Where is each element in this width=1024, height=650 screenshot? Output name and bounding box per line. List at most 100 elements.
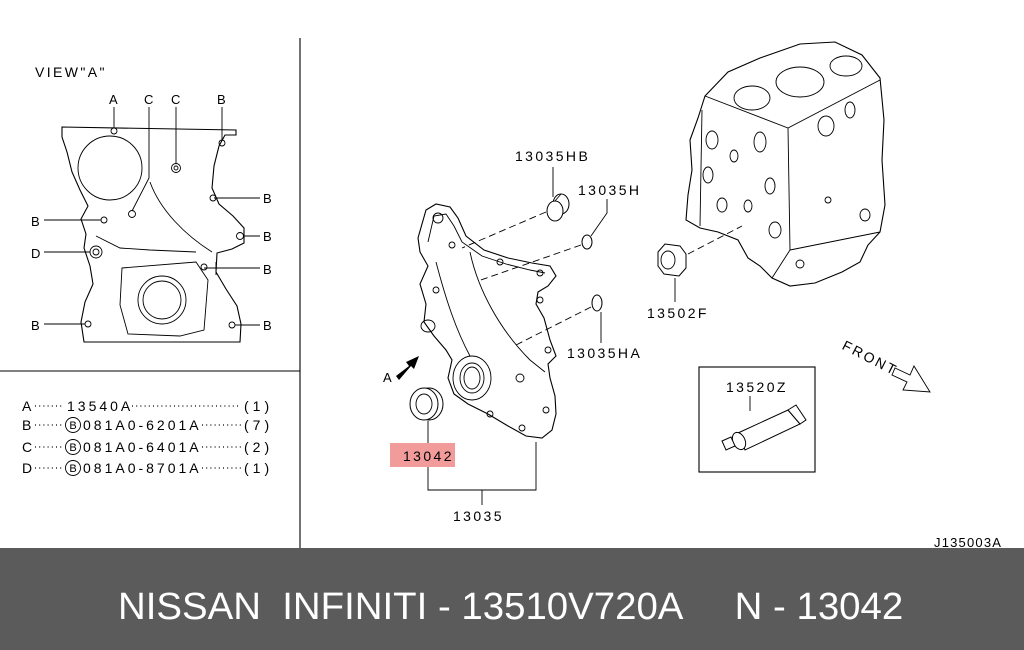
cylinder-bore <box>775 66 825 98</box>
o-ring-lower <box>591 294 603 312</box>
cylinder-block-drawing <box>685 41 886 287</box>
block-port <box>743 199 753 213</box>
chain-case-edge <box>149 181 213 253</box>
footer-band <box>0 548 1024 650</box>
block-port <box>753 131 767 153</box>
assembly-line <box>687 225 743 255</box>
bolt-hole <box>536 296 544 304</box>
front-cover-outline <box>417 203 557 439</box>
highlight-box <box>390 443 455 467</box>
bolt-hole <box>486 410 494 418</box>
callout-letter: C <box>171 92 180 107</box>
callout-letter: B <box>31 214 40 229</box>
view-a-cover-outline <box>61 126 245 343</box>
block-port <box>705 130 719 150</box>
bolt-hole <box>171 163 181 173</box>
bolt-hole <box>448 241 456 249</box>
block-side-edge <box>789 231 881 251</box>
callout-letter: B <box>263 262 272 277</box>
legend-part-number: 081A0-6401A <box>83 439 202 455</box>
front-arrow-icon <box>891 365 931 393</box>
water-pump-housing <box>77 135 143 201</box>
sleeve-bore <box>660 250 676 270</box>
plug-side <box>554 193 562 202</box>
part-callout-13520z: 13520Z <box>726 379 788 395</box>
bolt-legend: A 13540A (1) B B 081A0-6201A (7) C B 081… <box>22 398 273 476</box>
bolt-hole <box>496 258 504 266</box>
legend-row: D B 081A0-8701A (1) <box>22 460 269 476</box>
front-cover-drawing <box>417 203 557 439</box>
callout-letter: B <box>263 191 272 206</box>
part-callout-13035ha: 13035HA <box>567 345 642 361</box>
callout-letter: B <box>217 92 226 107</box>
circled-prefix-letter: B <box>69 420 76 432</box>
bolt-hole <box>89 245 103 259</box>
crank-boss <box>119 261 209 337</box>
callout-letter: B <box>31 318 40 333</box>
cylinder-bore <box>829 55 863 77</box>
oil-seal-front-face <box>409 387 439 421</box>
circled-prefix-icon <box>65 460 81 476</box>
callout-letter: B <box>263 318 272 333</box>
o-ring-upper <box>581 234 593 250</box>
legend-part-number: 081A0-6201A <box>83 417 202 433</box>
block-port <box>844 101 856 119</box>
footer-caption: NISSAN INFINITI - 13510V720A N - 13042 <box>118 585 903 628</box>
bolt-hole <box>420 319 436 333</box>
block-port <box>729 149 739 163</box>
bolt-hole <box>100 216 108 224</box>
callout-letter: C <box>144 92 153 107</box>
legend-row: A 13540A (1) <box>22 398 273 414</box>
block-port <box>795 259 805 269</box>
front-cover-rib <box>435 261 471 357</box>
front-label: FRONT <box>840 337 901 379</box>
sealant-tube-icon <box>721 404 807 451</box>
tube-crimp <box>787 404 807 425</box>
oil-seal-lip <box>415 393 433 415</box>
block-front-face-edge <box>771 127 791 279</box>
view-a-panel: VIEW"A" A C C B <box>31 64 272 343</box>
sleeve-drawing <box>657 243 687 277</box>
legend-row: B B 081A0-6201A (7) <box>22 417 273 433</box>
tube-body <box>737 409 801 451</box>
block-port <box>859 208 871 222</box>
assembly-line <box>477 244 582 282</box>
crank-seal-bore-inner <box>142 280 182 320</box>
crank-seal-bore-outer <box>137 275 187 325</box>
block-port <box>764 177 776 195</box>
legend-quantity: (7) <box>244 417 273 433</box>
callout-letter: B <box>263 229 272 244</box>
legend-key: A <box>22 398 34 414</box>
block-port <box>824 196 832 204</box>
circled-prefix-letter: B <box>69 463 76 475</box>
oil-pump-housing <box>452 355 492 401</box>
bolt-hole <box>128 210 136 218</box>
bolt-hole <box>228 321 236 329</box>
block-port <box>817 115 835 137</box>
bolt-hole <box>200 263 208 271</box>
front-cover-rib <box>469 251 546 373</box>
oil-pump-housing <box>459 362 485 394</box>
block-front-face-edge <box>699 109 703 227</box>
bolt-hole <box>110 127 118 135</box>
part-callout-13502f: 13502F <box>647 305 709 321</box>
block-outline <box>685 41 886 287</box>
bolt-hole <box>92 248 100 256</box>
front-cover-gasket-edge <box>427 213 546 274</box>
block-port <box>768 221 782 239</box>
bolt-hole <box>536 269 544 277</box>
bolt-hole <box>236 232 244 240</box>
circled-prefix-icon <box>65 439 81 455</box>
legend-key: D <box>22 460 35 476</box>
oil-seal-drawing <box>409 387 444 421</box>
sealant-box: 13520Z <box>698 366 816 473</box>
bolt-hole <box>432 212 444 224</box>
view-marker-label: A <box>383 370 392 385</box>
tube-nozzle <box>721 436 736 451</box>
view-a-cover-drawing <box>61 126 245 343</box>
leader-line <box>131 107 150 212</box>
legend-key: C <box>22 439 35 455</box>
legend-quantity: (1) <box>244 398 273 414</box>
plug-drawing <box>546 193 570 222</box>
